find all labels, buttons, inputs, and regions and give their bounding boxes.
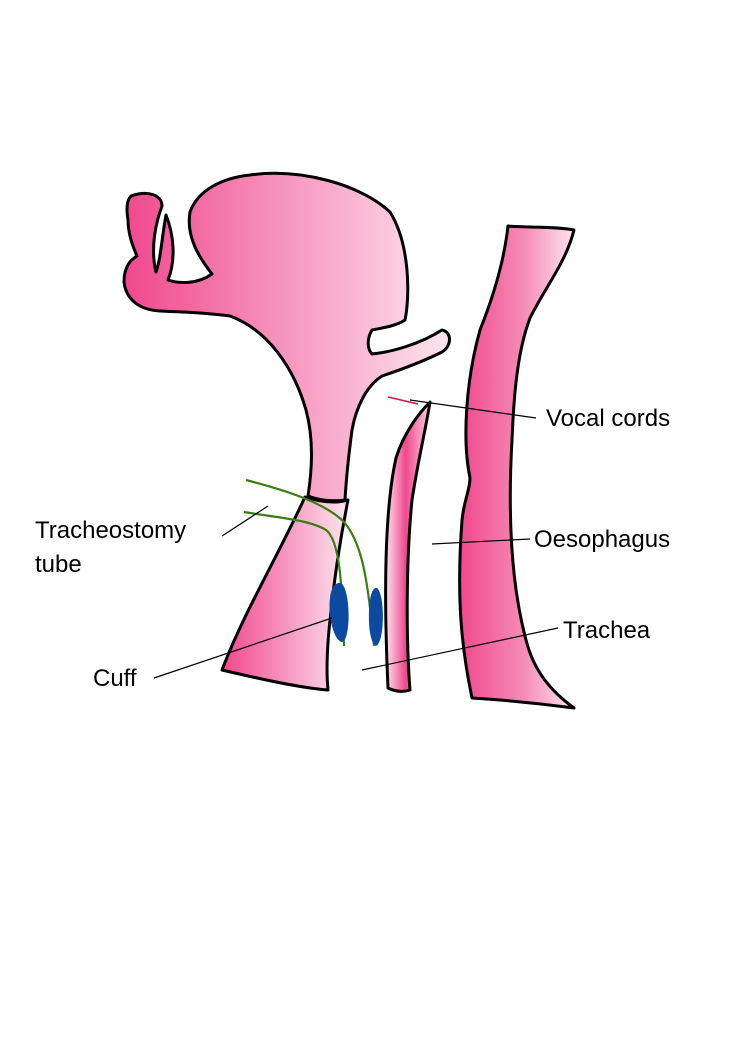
tube-outer-wall [245, 478, 376, 647]
upper-airway-pharynx [122, 171, 451, 503]
leader-cuff [153, 617, 333, 679]
vocal-cord-mark [387, 396, 419, 405]
vocal-cord-wall [384, 400, 432, 693]
label-vocal-cords: Vocal cords [546, 405, 670, 432]
cuff-left-balloon [329, 582, 349, 642]
label-cuff: Cuff [93, 665, 137, 692]
lower-airway [220, 495, 350, 692]
leader-trachea [361, 627, 559, 671]
label-tracheostomy-line1: Tracheostomy [35, 517, 186, 544]
leader-vocal-cords [409, 399, 537, 419]
leader-oesophagus [431, 538, 531, 545]
label-tracheostomy-line2: tube [35, 551, 82, 578]
label-trachea: Trachea [563, 617, 651, 644]
cuff-right-balloon [368, 587, 383, 646]
leader-tracheostomy-tube [221, 505, 269, 537]
label-oesophagus: Oesophagus [534, 526, 670, 553]
oesophagus-shape [458, 224, 576, 710]
